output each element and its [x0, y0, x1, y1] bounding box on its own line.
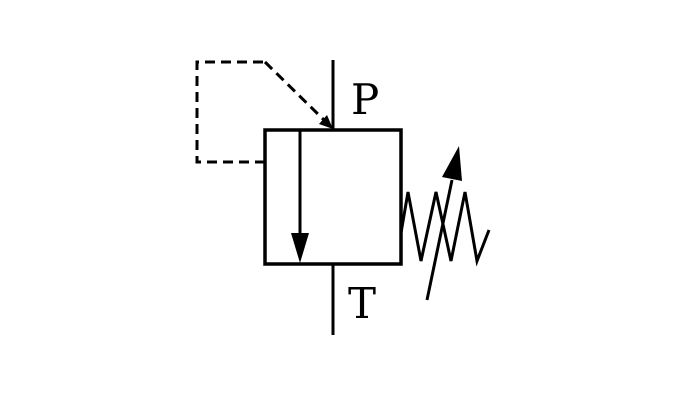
- pressure-port-label: P: [351, 75, 379, 124]
- flow-arrow-icon: [291, 233, 309, 263]
- valve-body: [263, 128, 403, 266]
- spring-icon: [399, 191, 491, 267]
- schematic-labels: P T: [348, 75, 379, 328]
- schematic-lines: [195, 60, 491, 335]
- adjustment-arrow-icon: [442, 146, 462, 181]
- pilot-line: [195, 60, 265, 164]
- schematic-arrowheads: [291, 115, 462, 263]
- adjustment-arrow-shaft: [425, 179, 454, 301]
- pilot-line-diagonal: [263, 60, 326, 122]
- tank-port-label: T: [348, 279, 376, 328]
- pilot-arrow-icon: [319, 115, 333, 129]
